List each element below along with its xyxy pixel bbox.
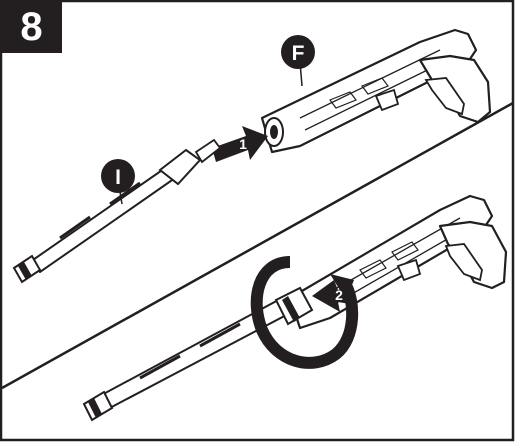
callout-i: I (101, 159, 135, 205)
push-step-number: 1 (239, 136, 247, 152)
callout-f: F (281, 35, 315, 87)
step-number-badge: 8 (1, 1, 62, 53)
push-arrow (212, 126, 268, 162)
panel-divider-line (1, 101, 514, 390)
step-number: 8 (20, 4, 43, 49)
callout-f-label: F (292, 42, 305, 65)
twist-arrow (312, 280, 350, 312)
lance-bottom (82, 286, 314, 422)
lance-top (12, 138, 222, 284)
spray-gun-top (260, 28, 492, 154)
callout-i-label: I (115, 166, 121, 189)
twist-step-number: 2 (335, 287, 343, 303)
